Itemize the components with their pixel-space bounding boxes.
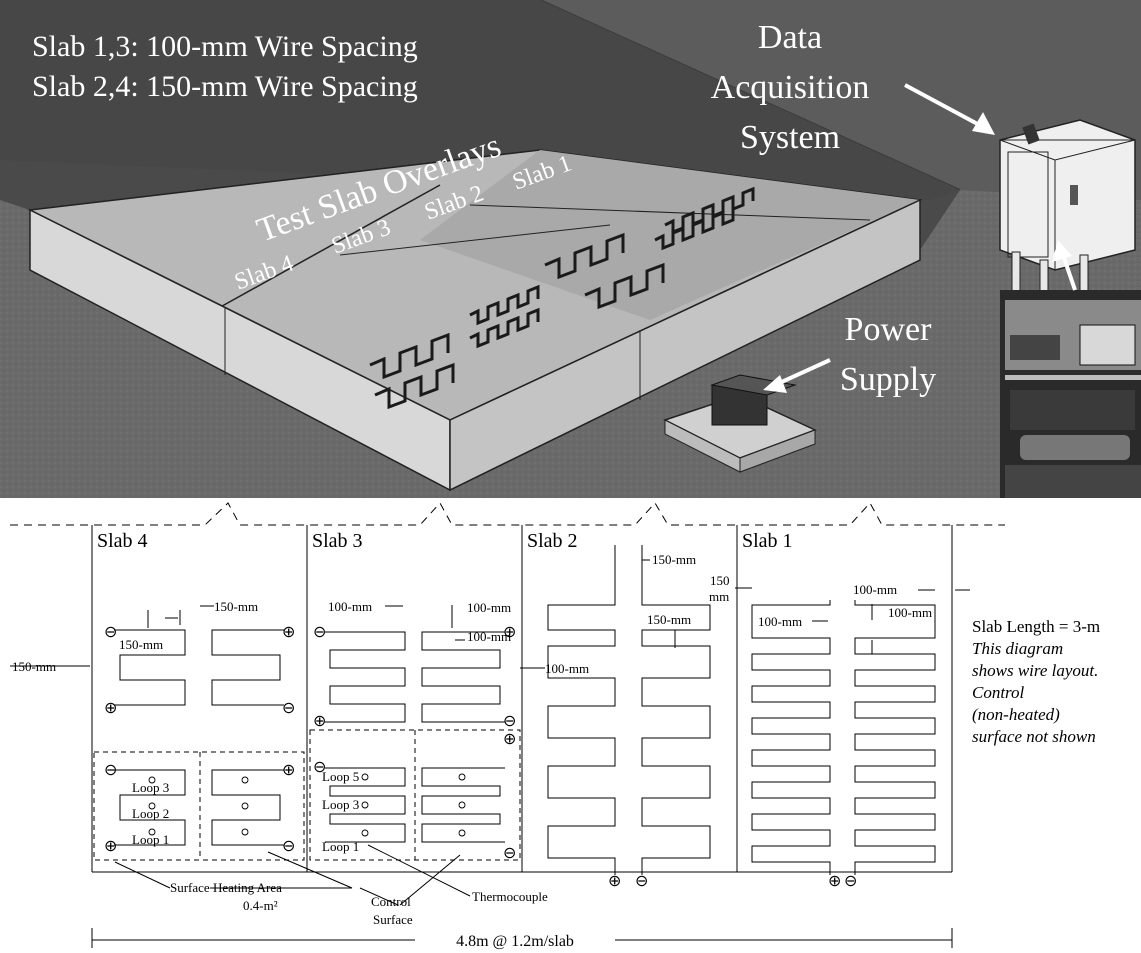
surface-heating-area-label: Surface Heating Area: [170, 880, 282, 895]
slab3-terminal-plus-bl: ⊕: [313, 713, 326, 730]
slab3-dim-100-outer: 100-mm: [545, 661, 589, 676]
side-note-line4: (non-heated): [972, 705, 1060, 724]
slab4-loop1-label: Loop 1: [132, 832, 169, 847]
slab4-terminal-plus-cbl: ⊕: [104, 838, 117, 855]
slab3-terminal-minus-cbr: ⊖: [503, 845, 516, 862]
das-label-line2: Acquisition: [711, 69, 870, 106]
overall-width-label: 4.8m @ 1.2m/slab: [456, 933, 574, 950]
rendered-photo: Slab 1,3: 100-mm Wire Spacing Slab 2,4: …: [0, 0, 1141, 498]
side-note-line5: surface not shown: [972, 727, 1096, 746]
slab3-dim-100-right: 100-mm: [467, 629, 511, 644]
slab3-loop5-label: Loop 5: [322, 769, 359, 784]
slab3-terminal-minus-tl: ⊖: [313, 624, 326, 641]
control-surface-label-2: Surface: [373, 912, 413, 927]
power-supply-line1: Power: [845, 311, 933, 348]
wire-spacing-line1: Slab 1,3: 100-mm Wire Spacing: [32, 30, 418, 63]
slab4-loop3-label: Loop 3: [132, 780, 169, 795]
side-note-line1: This diagram: [972, 639, 1063, 658]
slab2-dim-150-a: 150: [710, 573, 730, 588]
slab2-dim-150-top: 150-mm: [652, 552, 696, 567]
slab2-layout: 150-mm 150 mm 150-mm ⊕ ⊖: [547, 545, 752, 890]
slab1-dim-100-top: 100-mm: [853, 582, 897, 597]
diagram-slab2-title: Slab 2: [527, 530, 578, 552]
slab1-terminal-minus: ⊖: [844, 873, 857, 890]
diagram-slab3-title: Slab 3: [312, 530, 363, 552]
power-supply-line2: Supply: [840, 361, 936, 398]
slab2-terminal-plus: ⊕: [608, 873, 621, 890]
slab4-loop2-label: Loop 2: [132, 806, 169, 821]
slab1-layout: 100-mm 100-mm 100-mm ⊕ ⊖: [751, 582, 970, 890]
slab3-dim-100-top: 100-mm: [467, 600, 511, 615]
slab1-terminal-plus: ⊕: [828, 873, 841, 890]
overall-dimension: 4.8m @ 1.2m/slab: [91, 928, 953, 950]
slab-wires: [369, 186, 755, 410]
slab4-terminal-plus-tr: ⊕: [282, 624, 295, 641]
slab3-dim-100-left: 100-mm: [328, 599, 372, 614]
slab3-terminal-plus-ctr: ⊕: [503, 731, 516, 748]
slab2-terminal-minus: ⊖: [635, 873, 648, 890]
wire-layout-diagram: Slab 4 Slab 3 Slab 2 Slab 1 Loop 3 Loop …: [0, 498, 1141, 953]
slab3-layout: Loop 5 Loop 3 Loop 1 100-mm 100-mm 100-m…: [309, 599, 589, 862]
slab4-terminal-plus-ctr: ⊕: [282, 762, 295, 779]
slab3-terminal-minus-br: ⊖: [503, 713, 516, 730]
slab4-terminal-plus-bl: ⊕: [104, 700, 117, 717]
diagram-slab1-title: Slab 1: [742, 530, 793, 552]
side-note: Slab Length = 3-m This diagram shows wir…: [972, 617, 1100, 746]
photo-arrows: [763, 83, 1077, 393]
slab4-terminal-minus-tl: ⊖: [104, 624, 117, 641]
slab4-terminal-minus-cbr: ⊖: [282, 838, 295, 855]
slab4-dim-150-left: 150-mm: [12, 659, 56, 674]
das-label-line3: System: [740, 119, 840, 156]
side-note-line3: Control: [972, 683, 1025, 702]
diagram-callouts: Surface Heating Area 0.4-m² Control Surf…: [114, 844, 548, 927]
surface-heating-area-value: 0.4-m²: [243, 898, 278, 913]
slab2-dim-150-inner: 150-mm: [647, 612, 691, 627]
slab3-loop1-label: Loop 1: [322, 839, 359, 854]
slab3-terminal-plus-tr: ⊕: [503, 624, 516, 641]
das-label-line1: Data: [758, 19, 822, 56]
side-note-line2: shows wire layout.: [972, 661, 1098, 680]
wire-spacing-line2: Slab 2,4: 150-mm Wire Spacing: [32, 70, 418, 103]
slab4-terminal-minus-ctl: ⊖: [104, 762, 117, 779]
slab2-dim-150-b: mm: [709, 589, 729, 604]
slab-block: [27, 149, 923, 492]
slab4-layout: Loop 3 Loop 2 Loop 1 150-mm 150-mm 150-m…: [10, 599, 305, 861]
control-surface-label-1: Control: [371, 894, 411, 909]
slab3-loop3-label: Loop 3: [322, 797, 359, 812]
slab4-terminal-minus-br: ⊖: [282, 700, 295, 717]
diagram-slab4-title: Slab 4: [97, 530, 148, 552]
slab1-dim-100-left: 100-mm: [758, 614, 802, 629]
slab-length-note: Slab Length = 3-m: [972, 617, 1100, 636]
slab4-dim-150-top: 150-mm: [214, 599, 258, 614]
slab4-dim-150-inner: 150-mm: [119, 637, 163, 652]
thermocouple-label: Thermocouple: [472, 889, 548, 904]
inset-lab-photo: [1000, 290, 1141, 498]
slab3-terminal-minus-ctl: ⊖: [313, 759, 326, 776]
slab1-dim-100-right: 100-mm: [888, 605, 932, 620]
